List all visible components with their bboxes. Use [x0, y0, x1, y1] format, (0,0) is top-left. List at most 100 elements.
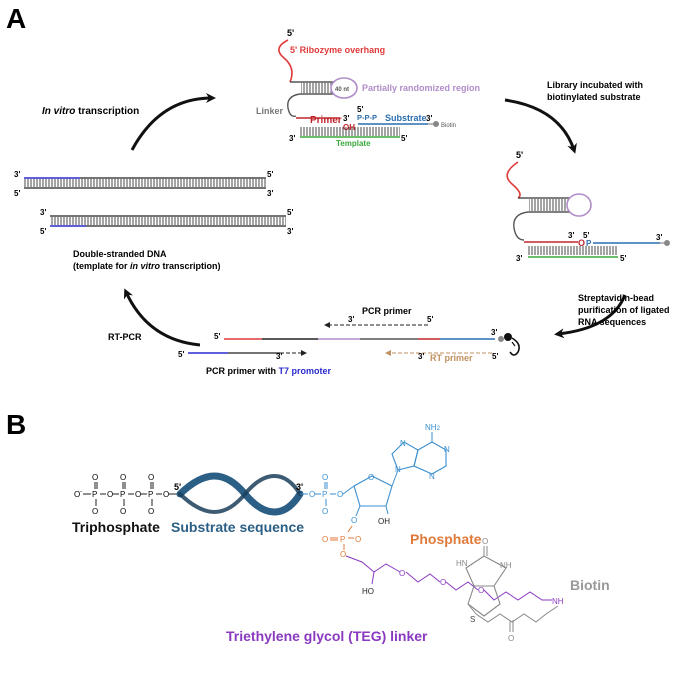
- svg-text:3': 3': [40, 208, 46, 217]
- svg-text:NH: NH: [552, 597, 564, 606]
- svg-text:O: O: [135, 490, 141, 499]
- svg-text:O: O: [148, 507, 154, 516]
- svg-text:Substrate: Substrate: [385, 113, 427, 123]
- streptavidin-arrow: [554, 294, 627, 339]
- svg-text:5': 5': [516, 150, 523, 160]
- svg-text:O: O: [322, 507, 328, 516]
- svg-text:O: O: [322, 535, 328, 544]
- panel-a-letter: A: [6, 3, 26, 34]
- ribozyme-overhang-label: 5' Ribozyme overhang: [290, 45, 385, 55]
- svg-text:3': 3': [289, 134, 295, 143]
- svg-text:O: O: [340, 550, 346, 559]
- svg-text:O: O: [482, 537, 488, 546]
- teg-linker-label: Triethylene glycol (TEG) linker: [226, 628, 428, 644]
- svg-text:RT primer: RT primer: [430, 353, 473, 363]
- svg-text:O: O: [508, 634, 514, 643]
- svg-text:3': 3': [343, 114, 349, 123]
- svg-text:5': 5': [427, 315, 433, 324]
- rtpcr-arrow: [123, 288, 201, 347]
- svg-text:O: O: [120, 507, 126, 516]
- svg-text:P: P: [148, 490, 153, 499]
- svg-text:3': 3': [516, 254, 522, 263]
- svg-text:5': 5': [14, 189, 20, 198]
- svg-text:5': 5': [583, 231, 589, 240]
- svg-text:P: P: [92, 490, 97, 499]
- svg-text:O: O: [368, 473, 374, 482]
- svg-text:O: O: [478, 586, 484, 595]
- pcr-t7-label: PCR primer with T7 promoter: [206, 366, 332, 376]
- svg-text:RNA sequences: RNA sequences: [578, 317, 646, 327]
- svg-text:5': 5': [401, 134, 407, 143]
- adenosine-structure: O P O O O O O OH N N N N NH2: [300, 423, 450, 526]
- svg-text:40 nt: 40 nt: [335, 87, 349, 93]
- svg-text:P: P: [120, 490, 125, 499]
- ribozyme-construct-top: 5' 5' Ribozyme overhang 40 nt Partially …: [256, 28, 480, 148]
- teg-linker-structure: HO O O O NH: [345, 555, 564, 606]
- svg-text:O: O: [148, 473, 154, 482]
- biotin-structure: O S HN NH O: [456, 537, 559, 643]
- substrate-helix: [176, 472, 304, 516]
- svg-text:NH2: NH2: [425, 423, 441, 432]
- svg-text:O: O: [163, 490, 169, 499]
- svg-text:O: O: [399, 569, 405, 578]
- dsdna-label-1: Double-stranded DNA: [73, 249, 167, 259]
- svg-text:OH: OH: [378, 517, 390, 526]
- svg-text:O: O: [107, 490, 113, 499]
- svg-text:O: O: [440, 578, 446, 587]
- svg-text:5': 5': [214, 332, 220, 341]
- svg-text:5': 5': [40, 227, 46, 236]
- svg-text:P: P: [322, 490, 327, 499]
- substrate-sequence-label: Substrate sequence: [171, 519, 304, 535]
- substrate-five-prime: 5': [174, 482, 181, 492]
- phosphate-structure: P O O O: [322, 525, 361, 559]
- biotin-label: Biotin: [570, 577, 610, 593]
- svg-text:O: O: [337, 490, 343, 499]
- svg-text:3': 3': [348, 315, 354, 324]
- svg-text:3': 3': [426, 114, 432, 123]
- svg-text:Template: Template: [336, 139, 371, 148]
- svg-text:3': 3': [568, 231, 574, 240]
- svg-text:O: O: [322, 473, 328, 482]
- svg-text:5': 5': [492, 352, 498, 361]
- svg-text:5': 5': [267, 170, 273, 179]
- svg-text:Primer: Primer: [310, 115, 342, 126]
- panel-b-letter: B: [6, 409, 26, 440]
- svg-text:3': 3': [276, 352, 282, 361]
- triphosphate-label: Triphosphate: [72, 519, 160, 535]
- svg-text:3': 3': [656, 233, 662, 242]
- substrate-three-prime: 3': [296, 482, 303, 492]
- svg-text:Streptavidin-bead: Streptavidin-bead: [578, 293, 654, 303]
- randomized-loop: [330, 77, 358, 99]
- svg-text:O: O: [351, 516, 357, 525]
- svg-text:O: O: [74, 490, 80, 499]
- svg-text:O: O: [92, 507, 98, 516]
- linear-rna-primers: PCR primer 3' 5' 5' 3' 5' 3' 3' RT prime…: [178, 306, 520, 363]
- svg-text:N: N: [444, 445, 450, 454]
- randomized-label: Partially randomized region: [362, 83, 480, 93]
- svg-text:P-P-P: P-P-P: [357, 113, 377, 122]
- ivt-arrow: [130, 93, 216, 151]
- svg-text:5': 5': [620, 254, 626, 263]
- svg-text:O: O: [120, 473, 126, 482]
- phosphate-label: Phosphate: [410, 531, 482, 547]
- svg-text:PCR primer: PCR primer: [362, 306, 412, 316]
- svg-text:O: O: [309, 490, 315, 499]
- svg-text:-: -: [80, 489, 82, 495]
- ribozyme-construct-ligated: 5' 3' O 5' P 3' 3' 5': [506, 150, 670, 263]
- svg-text:HN: HN: [456, 559, 468, 568]
- svg-text:N: N: [429, 472, 435, 481]
- svg-text:Library incubated with: Library incubated with: [547, 80, 643, 90]
- svg-text:3': 3': [287, 227, 293, 236]
- ivt-label: In vitro transcription: [42, 106, 139, 117]
- svg-text:O: O: [578, 238, 585, 248]
- linker-label: Linker: [256, 106, 284, 116]
- svg-text:3': 3': [491, 328, 497, 337]
- svg-text:N: N: [395, 465, 401, 474]
- svg-text:S: S: [470, 615, 475, 624]
- dsdna-label-2: (template for in vitro transcription): [73, 261, 221, 271]
- svg-text:N: N: [400, 439, 406, 448]
- svg-text:3': 3': [14, 170, 20, 179]
- svg-text:5': 5': [357, 105, 363, 114]
- svg-text:P: P: [586, 239, 592, 248]
